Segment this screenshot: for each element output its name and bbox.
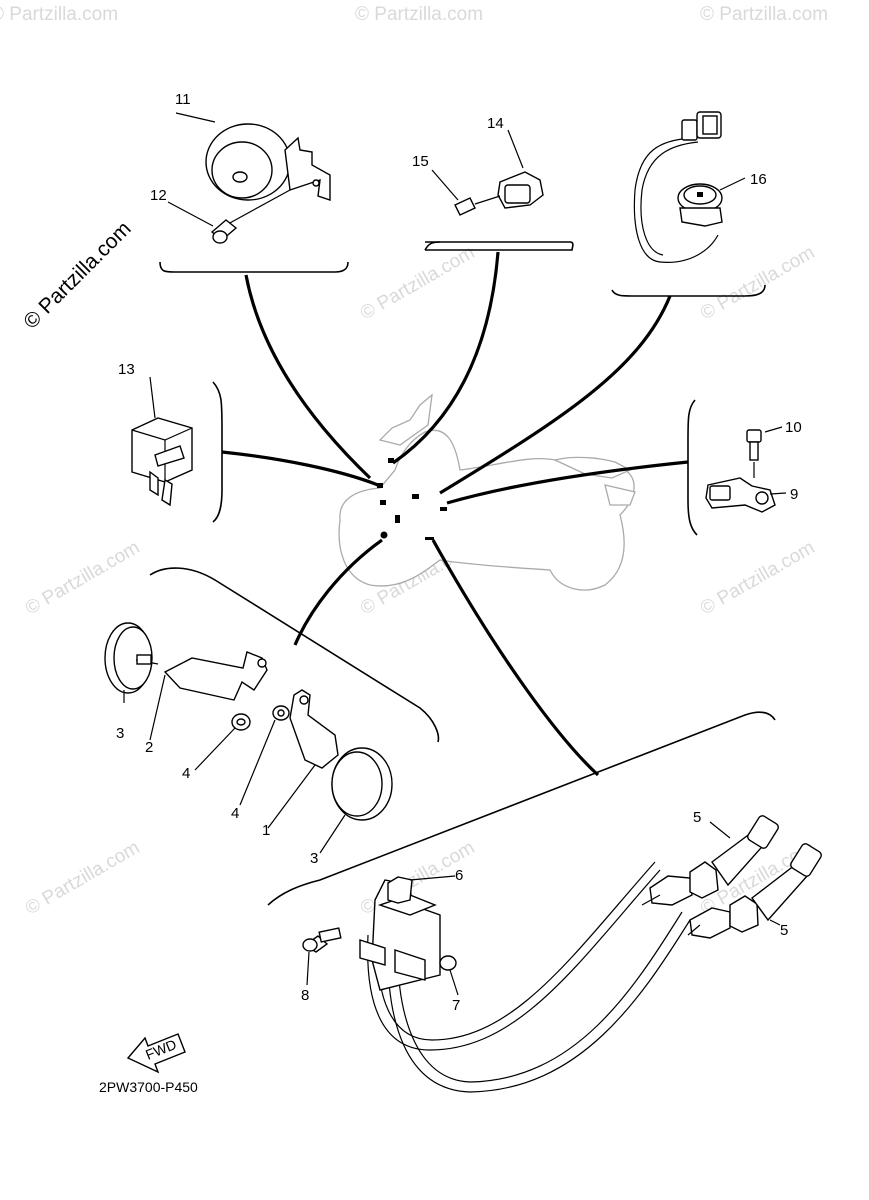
speed-sensor-part — [705, 426, 787, 513]
diagram-code: 2PW3700-P450 — [99, 1079, 198, 1095]
watermark: © Partzilla.com — [697, 242, 818, 324]
lamp-group-part — [104, 622, 393, 854]
callout-7: 7 — [452, 997, 460, 1014]
callout-3-right: 3 — [310, 850, 318, 867]
callout-13: 13 — [118, 361, 135, 378]
callout-9: 9 — [790, 486, 798, 503]
callout-2: 2 — [145, 739, 153, 756]
location-marks — [377, 458, 447, 540]
motorcycle-silhouette — [338, 393, 636, 591]
relay-part — [131, 376, 193, 507]
callout-10: 10 — [785, 419, 802, 436]
main-switch-part — [633, 111, 746, 263]
ignition-coil-part — [302, 815, 822, 1093]
watermark: © Partzilla.com — [357, 242, 478, 324]
callout-14: 14 — [487, 115, 504, 132]
sensor-connector-part — [431, 129, 544, 216]
callout-4-upper: 4 — [182, 765, 190, 782]
callout-15: 15 — [412, 153, 429, 170]
callout-labels: 11 12 14 15 16 13 10 9 3 2 4 4 1 3 5 5 6… — [116, 91, 802, 1014]
callout-3-left: 3 — [116, 725, 124, 742]
watermark: © Partzilla.com — [355, 4, 483, 25]
watermark: © Partzilla.com — [697, 537, 818, 619]
callout-6: 6 — [455, 867, 463, 884]
callout-11: 11 — [175, 91, 191, 108]
group-brackets — [149, 241, 776, 906]
watermark: © Partzilla.com — [0, 4, 118, 25]
watermark: © Partzilla.com — [22, 837, 143, 919]
callout-16: 16 — [750, 171, 767, 188]
callout-5-lower: 5 — [780, 922, 788, 939]
callout-12: 12 — [150, 187, 167, 204]
fwd-arrow-icon: FWD — [126, 1033, 186, 1074]
callout-1: 1 — [262, 822, 270, 839]
watermark: © Partzilla.com — [19, 217, 135, 333]
callout-4-lower: 4 — [231, 805, 239, 822]
callout-8: 8 — [301, 987, 309, 1004]
watermark: © Partzilla.com — [22, 537, 143, 619]
callout-5-upper: 5 — [693, 809, 701, 826]
horn-part — [167, 112, 331, 244]
leader-lines — [221, 251, 689, 777]
watermark: © Partzilla.com — [700, 4, 828, 25]
